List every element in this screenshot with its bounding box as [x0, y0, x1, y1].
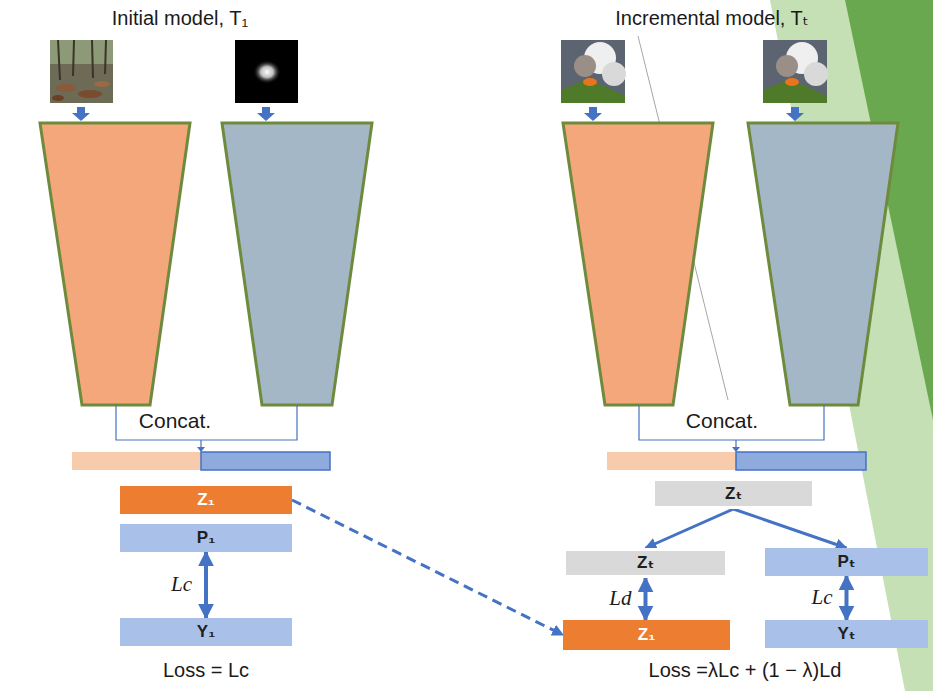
loss-formula: Loss = Lc: [163, 658, 249, 682]
panel-title: Initial model, T₁: [112, 6, 248, 30]
feature-bar: [736, 452, 866, 470]
fire: [785, 78, 799, 86]
bracket-line: [116, 405, 297, 440]
loss-label-text: Ld: [609, 586, 631, 610]
log: [56, 84, 76, 92]
photo-sky: [561, 40, 625, 103]
panel-title: Incremental model, Tₜ: [615, 6, 808, 30]
feature-box: Zₜ: [652, 478, 815, 509]
node-text: Zₜ: [725, 484, 742, 504]
log: [78, 90, 102, 98]
node-text: Z₁: [638, 625, 655, 645]
panel-title-text: Incremental model, Tₜ: [615, 7, 808, 29]
loss-label: Lc: [171, 572, 192, 597]
loss-formula-text: Loss =λLc + (1 − λ)Ld: [649, 659, 842, 681]
concat-label: Concat.: [139, 408, 211, 433]
smoke: [574, 55, 596, 77]
loss-label-text: Lc: [171, 572, 192, 596]
loss-formula: Loss =λLc + (1 − λ)Ld: [649, 658, 842, 682]
bracket-line: [200, 440, 201, 448]
loss-formula-text: Loss = Lc: [163, 659, 249, 681]
node-text: P₁: [197, 528, 215, 548]
map-ground: [235, 40, 298, 103]
saliency-map: [235, 40, 298, 103]
output-box: Y₁: [120, 618, 292, 646]
volcano-photo: [763, 40, 828, 103]
fire: [583, 78, 597, 86]
loss-label: Ld: [609, 586, 631, 611]
smoke: [776, 55, 798, 77]
feature-box: Zₜ: [563, 548, 728, 578]
encoder-trapezoid: [222, 123, 372, 405]
smoke: [602, 62, 626, 86]
log: [94, 81, 110, 87]
feature-bar: [201, 452, 330, 470]
down-arrow: [786, 107, 804, 121]
node-text: Y₁: [197, 622, 215, 642]
smoke: [804, 62, 828, 86]
map-blob: [253, 60, 281, 84]
output-box: Pₜ: [765, 548, 928, 576]
tree-trunk: [58, 40, 60, 80]
loss-arrow: [204, 552, 208, 618]
bracket-line: [639, 405, 824, 440]
input-arrows: [72, 107, 804, 121]
output-box: Yₜ: [765, 620, 928, 648]
down-arrow: [584, 107, 602, 121]
node-text: Z₁: [197, 490, 214, 510]
down-arrow: [257, 107, 275, 121]
node-text: Yₜ: [838, 624, 856, 644]
photo-ground: [50, 40, 113, 103]
tree-trunk: [105, 40, 106, 74]
bracket-line: [735, 440, 736, 448]
distillation-arrow: [292, 500, 563, 635]
encoder-trapezoid: [40, 123, 190, 405]
node-text: Zₜ: [637, 553, 654, 573]
forest-photo: [50, 40, 113, 103]
tree-trunk: [92, 40, 93, 78]
concat-bracket: [116, 405, 824, 448]
loss-label: Lc: [812, 585, 833, 610]
log: [52, 95, 64, 101]
down-arrow: [72, 107, 90, 121]
feature-bar: [607, 452, 736, 470]
feature-bar: [72, 452, 201, 470]
photo-sky: [763, 40, 827, 103]
feature-box: Z₁: [563, 620, 730, 650]
volcano-photo: [561, 40, 626, 103]
tree-trunk: [73, 40, 74, 76]
panel-title-text: Initial model, T₁: [112, 7, 248, 29]
loss-arrow: [644, 578, 648, 620]
loss-label-text: Lc: [812, 585, 833, 609]
concat-label: Concat.: [686, 408, 758, 433]
encoder-trapezoid: [563, 123, 713, 405]
node-text: Pₜ: [838, 552, 856, 572]
branch-arrow: [646, 509, 734, 548]
branch-arrow: [734, 509, 847, 548]
feature-box: Z₁: [120, 486, 292, 514]
concat-label-text: Concat.: [686, 409, 758, 432]
loss-arrow: [845, 576, 849, 620]
output-box: P₁: [120, 524, 292, 552]
concat-label-text: Concat.: [139, 409, 211, 432]
encoder-trapezoid: [748, 123, 898, 405]
